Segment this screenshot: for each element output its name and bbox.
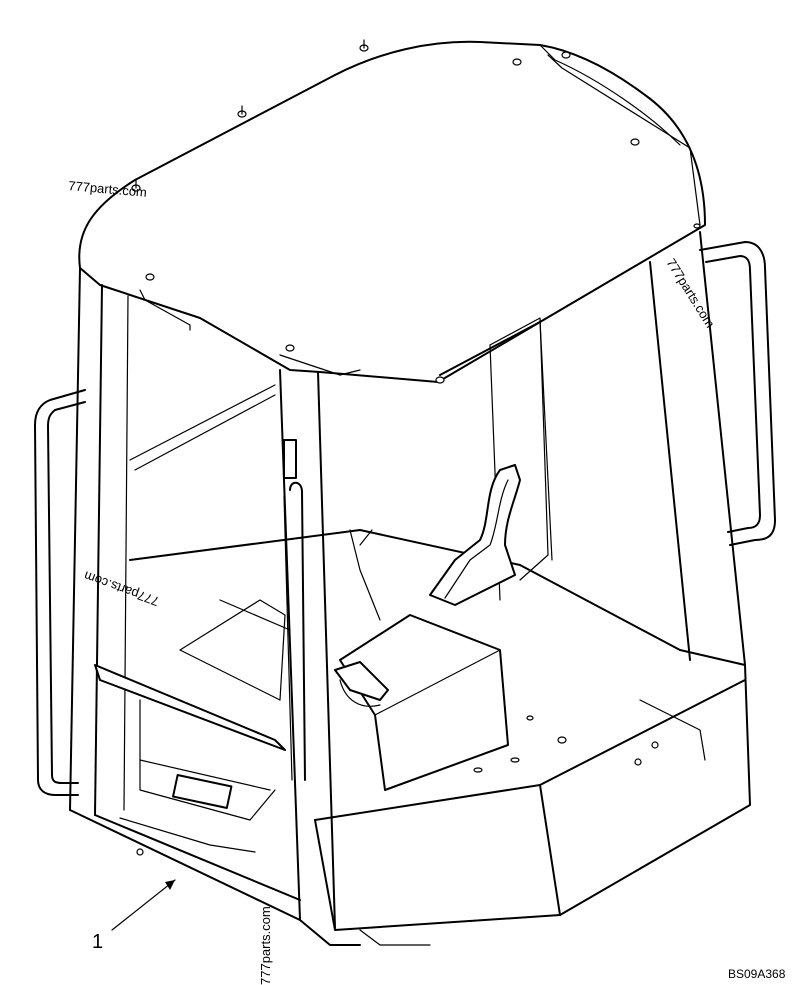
seat-console — [334, 614, 509, 791]
callout-label: 1 — [92, 931, 103, 953]
roof-bolts — [131, 39, 701, 384]
callout-1: 1 — [92, 879, 176, 953]
roof-panel — [78, 40, 706, 383]
center-front-pillar — [279, 369, 336, 929]
drawing-code: BS09A368 — [728, 967, 786, 981]
front-lower-panel — [136, 699, 706, 856]
right-handrail — [699, 241, 776, 546]
seat-bracket — [429, 464, 521, 606]
front-grab-handle — [283, 481, 306, 781]
watermark-text: 777parts.com — [68, 178, 148, 200]
left-front-pillar — [69, 267, 129, 816]
front-dash — [94, 529, 381, 821]
rear-panel — [129, 317, 549, 581]
watermark-text: 777parts.com — [258, 906, 273, 985]
watermark-text: 777parts.com — [82, 568, 161, 609]
left-handrail — [34, 389, 86, 796]
cab-floor — [69, 529, 751, 946]
watermark-text: 777parts.com — [663, 256, 717, 331]
